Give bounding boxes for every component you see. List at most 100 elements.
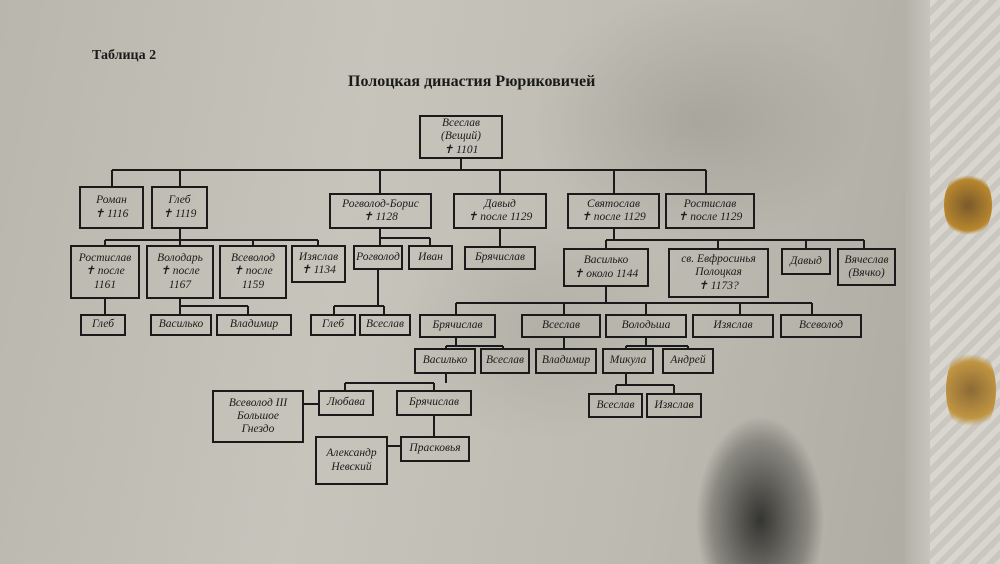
node-name: Вячеслав	[844, 253, 889, 266]
node-rostislav-glebovich: Ростислав ✝ после 1161	[70, 245, 140, 299]
node-death: ✝ 1101	[443, 143, 479, 156]
node-death-year: 1161	[93, 278, 117, 291]
node-name: Брячислав	[475, 251, 525, 264]
node-name: Иван	[418, 250, 443, 263]
node-bryachislav-vasilkovich-2: Брячислав	[396, 390, 472, 416]
node-svyatoslav: Святослав ✝ после 1129	[567, 193, 660, 229]
node-name: Всеслав	[366, 318, 404, 331]
node-vseslav-vasilkovich: Всеслав	[521, 314, 601, 338]
node-vseslav-bryachislavich: Всеслав	[480, 348, 530, 374]
node-vasilko-bryachislavich: Василько	[414, 348, 476, 374]
node-death: ✝ после	[160, 265, 200, 278]
node-name: Изяслав	[654, 398, 694, 411]
node-name: Андрей	[670, 354, 706, 367]
node-name: Прасковья	[409, 442, 461, 455]
node-name: Всеслав	[542, 319, 580, 332]
node-death-year: 1167	[168, 278, 192, 291]
node-name: Брячислав	[432, 319, 483, 332]
node-death: ✝ 1134	[301, 264, 336, 276]
node-vasilko-svyatoslavich: Василько ✝ около 1144	[563, 248, 649, 287]
node-death: ✝ 1128	[363, 211, 398, 223]
node-david-svyatoslavich: Давыд	[781, 248, 831, 275]
node-rostislav: Ростислав ✝ после 1129	[665, 193, 755, 229]
node-epithet: Невский	[331, 460, 372, 473]
node-name: Рогволод	[356, 250, 400, 263]
node-death: ✝ 1119	[162, 207, 197, 220]
node-vseslav-mikulich: Всеслав	[588, 393, 643, 418]
node-volodsha: Володьша	[605, 314, 687, 338]
node-name: Глеб	[168, 194, 191, 207]
node-bryachislav-davydovich: Брячислав	[464, 246, 536, 270]
node-ivan: Иван	[408, 245, 453, 270]
node-name: Александр	[326, 447, 377, 460]
node-death: ✝ после	[233, 265, 273, 278]
node-vsevolod-vasilkovich: Всеволод	[780, 314, 862, 338]
node-vsevolod-glebovich: Всеволод ✝ после 1159	[219, 245, 287, 299]
background-cloth	[930, 0, 1000, 564]
node-name: Всеволод	[799, 319, 843, 332]
node-name: Володарь	[157, 252, 203, 265]
node-epithet: Гнездо	[241, 423, 275, 436]
node-death: ✝ после 1129	[467, 211, 533, 223]
node-death: ✝ около 1144	[573, 267, 639, 280]
node-death: ✝ 1173?	[698, 279, 739, 292]
node-name: Любава	[327, 396, 365, 409]
node-name: Ростислав	[78, 252, 132, 265]
node-name: Глеб	[322, 318, 344, 331]
node-name: Всеслав	[442, 117, 480, 130]
node-epithet: Полоцкая	[695, 266, 742, 279]
node-name: Изяслав	[713, 319, 753, 332]
node-death: ✝ после 1129	[677, 211, 743, 223]
node-name: Всеволод III	[228, 396, 288, 409]
node-praskovya: Прасковья	[400, 436, 470, 462]
node-vseslav-rogvolodovich: Всеслав	[359, 314, 411, 336]
diagram-title: Полоцкая династия Рюриковичей	[348, 73, 596, 90]
node-name: Владимир	[541, 354, 591, 367]
node-evfrosinya-polotskaya: св. Евфросинья Полоцкая ✝ 1173?	[668, 248, 769, 298]
node-vladimir-volodarevich: Владимир	[216, 314, 292, 336]
node-vsevolod-iii: Всеволод III Большое Гнездо	[212, 390, 304, 443]
node-izyaslav-glebovich: Изяслав ✝ 1134	[291, 245, 346, 283]
node-aleksandr-nevsky: Александр Невский	[315, 436, 388, 485]
node-name: Давыд	[484, 197, 516, 210]
node-izyaslav-mikulich: Изяслав	[646, 393, 702, 418]
node-mikula: Микула	[602, 348, 654, 374]
node-name: Давыд	[790, 254, 822, 267]
node-name: Святослав	[587, 197, 640, 210]
node-name: Изяслав	[298, 250, 339, 263]
node-name: Всеслав	[596, 398, 635, 411]
node-rogvolod-boris: Рогволод-Борис ✝ 1128	[329, 193, 432, 229]
node-vasilko-volodarevich: Василько	[150, 314, 212, 336]
node-name: Володьша	[621, 319, 671, 332]
node-name: Микула	[609, 354, 647, 367]
node-death-year: 1159	[241, 278, 265, 291]
node-rogvolod: Рогволод	[353, 245, 403, 270]
node-epithet: (Вячко)	[848, 267, 885, 279]
node-gleb: Глеб ✝ 1119	[151, 186, 208, 229]
node-name: Всеволод	[231, 252, 275, 265]
node-name: Всеслав	[486, 354, 524, 367]
node-death: ✝ 1116	[94, 207, 129, 220]
node-volodar: Володарь ✝ после 1167	[146, 245, 214, 299]
node-david: Давыд ✝ после 1129	[453, 193, 547, 229]
node-lyubava: Любава	[318, 390, 374, 416]
node-name: св. Евфросинья	[681, 253, 756, 266]
node-name: Ростислав	[683, 197, 737, 210]
cloth-flower-pattern	[946, 345, 996, 435]
node-gleb-rogvolodovich: Глеб	[310, 314, 356, 336]
node-epithet: Большое	[236, 409, 280, 422]
node-vyacheslav-vyachko: Вячеслав (Вячко)	[837, 248, 896, 286]
node-izyaslav-vasilkovich: Изяслав	[692, 314, 774, 338]
node-gleb-rostislavich: Глеб	[80, 314, 126, 336]
node-andrey: Андрей	[662, 348, 714, 374]
node-name: Рогволод-Борис	[342, 197, 419, 210]
node-name: Брячислав	[409, 396, 459, 409]
node-name: Василько	[158, 318, 204, 331]
node-name: Василько	[583, 254, 629, 267]
node-vladimir-vseslavich: Владимир	[535, 348, 597, 374]
node-roman: Роман ✝ 1116	[79, 186, 144, 229]
node-name: Василько	[422, 354, 468, 367]
cloth-flower-pattern	[944, 170, 992, 240]
node-epithet: (Вещий)	[441, 130, 481, 143]
